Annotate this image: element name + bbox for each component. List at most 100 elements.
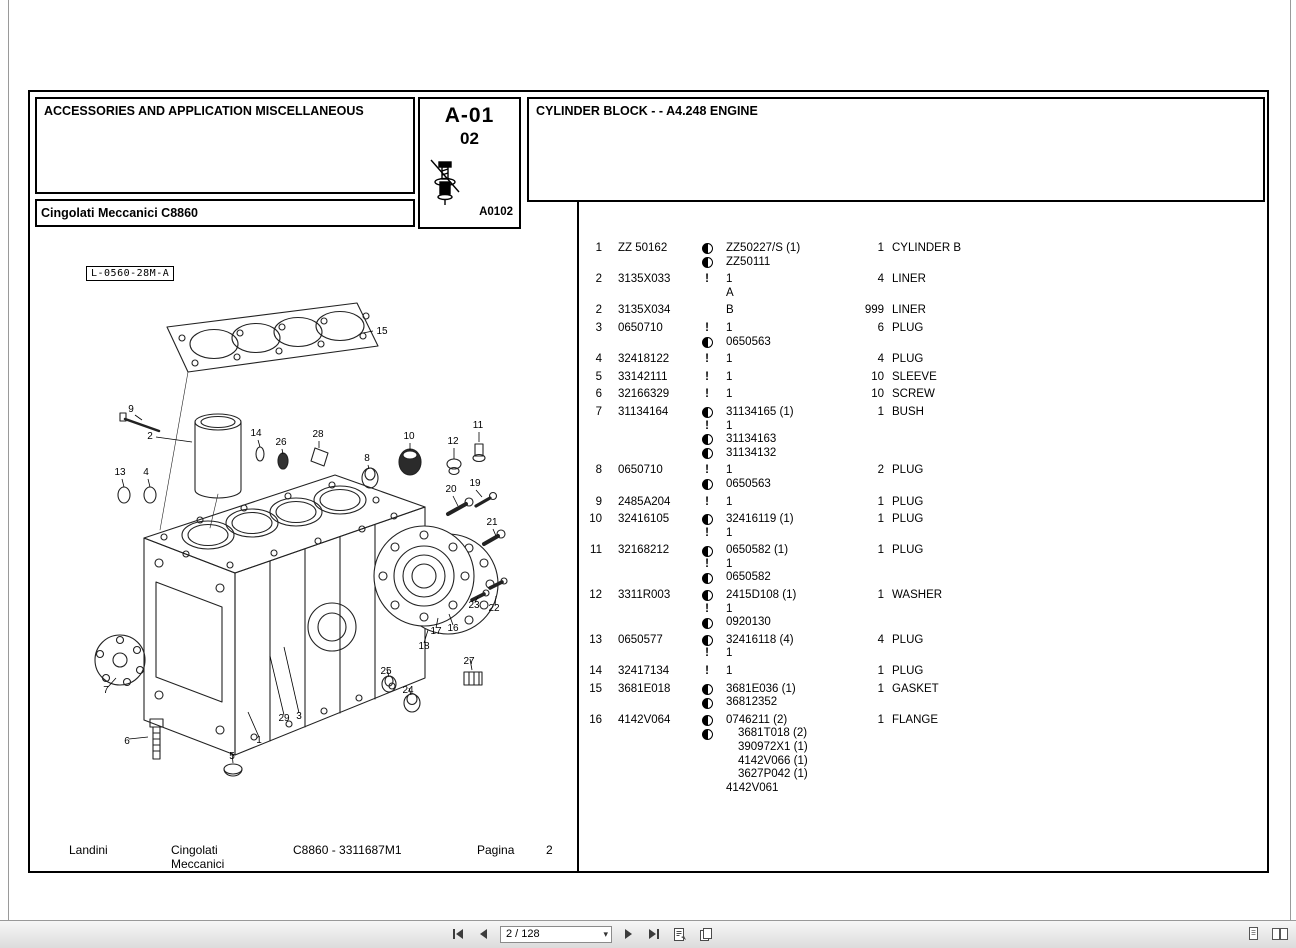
diagram-callout: 28 <box>312 429 324 440</box>
part-number <box>618 647 688 661</box>
diagram-callout: 22 <box>488 603 500 614</box>
part-number: 33142111 <box>618 370 668 383</box>
variant-icon-cell <box>688 683 726 697</box>
diagram-callout: 15 <box>376 326 388 337</box>
diagram-callout: 23 <box>468 600 480 611</box>
part-variant: ZZ50111 <box>726 255 771 268</box>
diagram-callout: 20 <box>445 484 457 495</box>
half-filled-circle-icon <box>701 590 713 602</box>
variant-icon-cell <box>688 616 726 630</box>
part-desc: PLUG <box>892 544 924 557</box>
part-number <box>618 755 688 769</box>
part-variant: 1 <box>726 526 733 539</box>
part-variant: 1 <box>726 464 733 477</box>
facing-pages-view-button[interactable] <box>1270 924 1290 944</box>
part-variant: 1 <box>726 370 733 383</box>
part-desc: LINER <box>892 304 926 317</box>
part-item-no <box>582 768 602 782</box>
note-icon-cell: ! <box>705 370 709 383</box>
first-page-button[interactable] <box>448 924 468 944</box>
part-qty <box>856 558 884 572</box>
viewer-toolbar: 2 / 128 ▾ <box>0 920 1296 948</box>
half-filled-circle-icon <box>701 697 713 709</box>
part-qty <box>856 782 884 796</box>
part-item-no <box>582 571 602 585</box>
diagram-callout: 29 <box>278 713 290 724</box>
liner-tool-icon <box>430 159 460 205</box>
part-variant: 1 <box>726 557 733 570</box>
facing-pages-view-icon <box>1272 928 1288 940</box>
note-icon-cell: ! <box>705 388 709 401</box>
half-filled-circle-icon <box>701 448 713 460</box>
part-item-no: 4 <box>595 353 602 366</box>
part-desc: PLUG <box>892 665 924 678</box>
pdf-page: ACCESSORIES AND APPLICATION MISCELLANEOU… <box>8 60 1291 920</box>
part-variant: A <box>726 286 734 299</box>
section-title: ACCESSORIES AND APPLICATION MISCELLANEOU… <box>44 104 364 118</box>
part-qty <box>856 741 884 755</box>
part-qty <box>856 420 884 434</box>
part-qty: 1 <box>877 682 884 695</box>
footer-page-label: Pagina <box>477 843 515 857</box>
part-variant: 1 <box>726 602 733 615</box>
part-item-no: 16 <box>589 713 602 726</box>
diagram-callout: 7 <box>103 685 109 696</box>
previous-page-button[interactable] <box>474 924 494 944</box>
part-variant: 3681T018 (2) <box>738 727 808 740</box>
part-desc: WASHER <box>892 589 943 602</box>
part-variant: 1 <box>726 353 733 366</box>
chevron-down-icon[interactable]: ▾ <box>603 928 608 939</box>
snapshot-icon <box>674 927 686 941</box>
catalog-page-frame: ACCESSORIES AND APPLICATION MISCELLANEOU… <box>28 90 1269 873</box>
part-number: 4142V064 <box>618 713 671 726</box>
part-item-no: 7 <box>595 405 602 418</box>
page-number-input[interactable]: 2 / 128 ▾ <box>500 925 612 943</box>
last-page-button[interactable] <box>644 924 664 944</box>
part-desc: FLANGE <box>892 713 939 726</box>
note-icon-cell: ! <box>705 273 709 286</box>
part-qty <box>856 336 884 350</box>
copy-page-button[interactable] <box>696 924 716 944</box>
part-desc: PLUG <box>892 495 924 508</box>
part-qty: 4 <box>877 633 884 646</box>
part-item-no: 5 <box>595 370 602 383</box>
part-qty: 1 <box>877 589 884 602</box>
part-qty: 4 <box>877 273 884 286</box>
section-title-box: ACCESSORIES AND APPLICATION MISCELLANEOU… <box>35 97 415 194</box>
part-qty <box>856 287 884 301</box>
part-variant: 32416119 (1) <box>726 513 794 526</box>
part-number: 3135X034 <box>618 304 671 317</box>
part-qty <box>856 696 884 710</box>
part-desc: CYLINDER B <box>892 242 962 254</box>
part-item-no: 15 <box>589 682 602 695</box>
part-item-no <box>582 696 602 710</box>
variant-icon-cell <box>688 513 726 527</box>
note-icon-cell: ! <box>705 557 709 570</box>
column-divider <box>577 200 579 871</box>
part-item-no <box>582 447 602 461</box>
note-icon-cell: ! <box>705 464 709 477</box>
part-number <box>618 727 688 741</box>
snapshot-button[interactable] <box>670 924 690 944</box>
half-filled-circle-icon <box>701 243 713 255</box>
part-item-no: 3 <box>595 321 602 334</box>
section-code-sub: 02 <box>460 129 479 148</box>
part-item-no: 6 <box>595 388 602 401</box>
part-variant: 31134132 <box>726 446 777 459</box>
part-qty <box>856 527 884 541</box>
part-number <box>618 420 688 434</box>
part-variant: 1 <box>726 321 733 334</box>
part-item-no: 9 <box>595 495 602 508</box>
diagram-callout: 8 <box>364 453 370 464</box>
single-page-view-button[interactable] <box>1243 924 1263 944</box>
last-page-icon <box>649 929 659 939</box>
section-code-box: A-01 02 A0102 <box>418 97 521 229</box>
next-page-button[interactable] <box>618 924 638 944</box>
